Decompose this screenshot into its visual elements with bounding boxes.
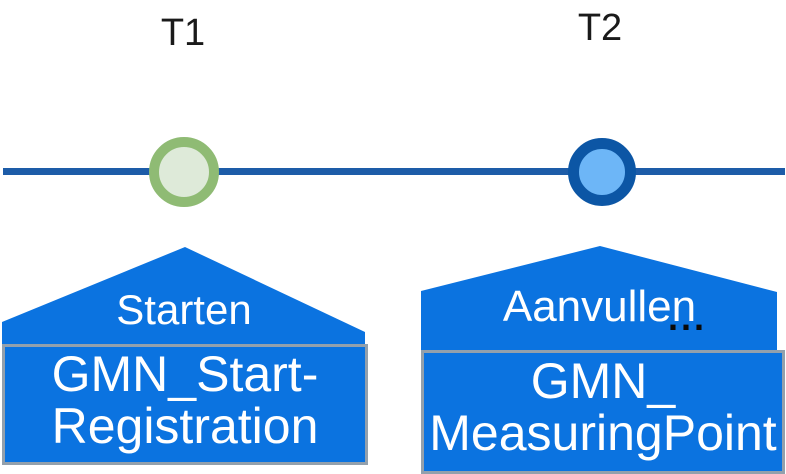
event-box-gmn-measuringpoint: GMN_ MeasuringPoint	[421, 350, 785, 474]
event-box-text-line: GMN_Start-	[51, 346, 319, 402]
event-callout-roof-t2: Aanvullen	[421, 246, 777, 350]
event-box-text-line: Registration	[51, 398, 319, 454]
timeline-line	[3, 168, 785, 175]
event-box-gmn-start-registration: GMN_Start- Registration	[2, 344, 368, 465]
timeline-marker-t1-circle	[149, 137, 219, 207]
event-box-text-line: GMN_	[530, 353, 676, 409]
event-callout-roof-t1: Starten	[2, 247, 365, 344]
timeline-tick-label-t2: T2	[577, 7, 623, 49]
timeline-tick-label-t1: T1	[160, 12, 206, 54]
event-box-text-line: MeasuringPoint	[429, 405, 777, 461]
timeline-marker-t2-circle	[568, 138, 636, 206]
event-action-label-starten: Starten	[116, 286, 252, 333]
event-action-label-aanvullen: Aanvullen	[502, 282, 697, 331]
ellipsis-dots: ...	[668, 297, 708, 338]
